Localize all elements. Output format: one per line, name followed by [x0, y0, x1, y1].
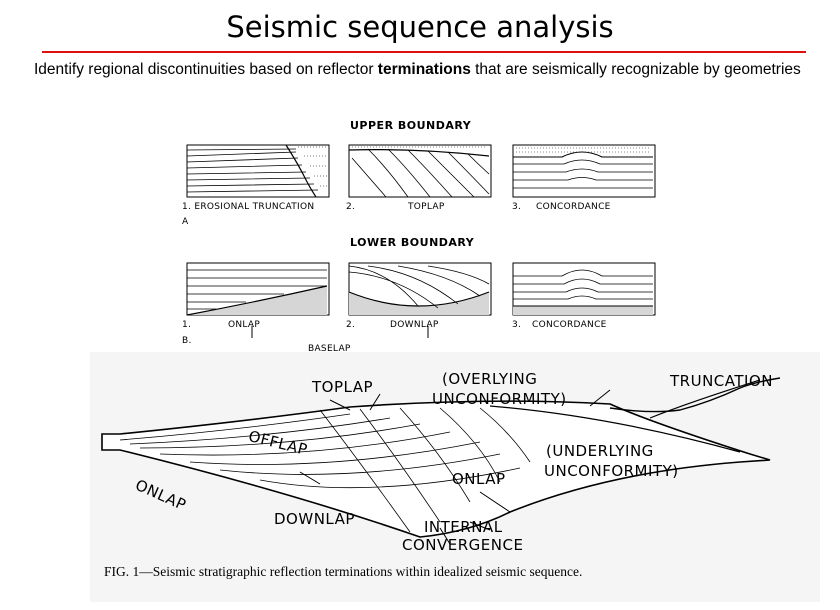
label-truncation: TRUNCATION: [670, 372, 773, 390]
label-downlap-number: 2.: [346, 320, 356, 330]
baselap-ticks: [251, 326, 429, 338]
label-overlying-unconformity: UNCONFORMITY): [432, 390, 567, 408]
marker-a: A: [182, 217, 189, 227]
panel-downlap: [348, 262, 492, 316]
label-baselap: BASELAP: [308, 344, 351, 354]
panel-concordance-lower: [512, 262, 656, 316]
label-downlap: DOWNLAP: [390, 320, 439, 330]
figure-caption: FIG. 1—Seismic stratigraphic reflection …: [104, 564, 583, 579]
label-overlying: (OVERLYING: [442, 370, 538, 388]
intro-text: Identify regional discontinuities based …: [34, 60, 824, 79]
label-toplap: TOPLAP: [408, 202, 445, 212]
title-divider: [42, 51, 806, 53]
intro-text-start: Identify regional discontinuities based …: [34, 61, 378, 78]
lower-boundary-header: LOWER BOUNDARY: [350, 236, 475, 249]
label-bottom-downlap: DOWNLAP: [274, 510, 355, 528]
label-bottom-toplap: TOPLAP: [312, 378, 374, 396]
label-concordance-lower-number: 3.: [512, 320, 522, 330]
label-concordance-upper: CONCORDANCE: [536, 202, 611, 212]
label-toplap-number: 2.: [346, 202, 356, 212]
label-underlying-unconformity: UNCONFORMITY): [544, 462, 679, 480]
boundary-diagram: UPPER BOUNDARY 1. EROSIONAL TRUNCATION 2…: [160, 116, 660, 366]
label-bottom-onlap-right: ONLAP: [452, 470, 506, 488]
intro-text-end: that are seismically recognizable by geo…: [470, 61, 801, 78]
label-onlap: ONLAP: [228, 320, 261, 330]
label-concordance-lower: CONCORDANCE: [532, 320, 607, 330]
marker-b: B.: [182, 336, 192, 346]
label-onlap-number: 1.: [182, 320, 192, 330]
label-erosional-truncation: 1. EROSIONAL TRUNCATION: [182, 202, 315, 212]
upper-boundary-header: UPPER BOUNDARY: [350, 119, 472, 132]
panel-erosional-truncation: [186, 144, 330, 198]
label-concordance-upper-number: 3.: [512, 202, 522, 212]
panel-onlap: [186, 262, 330, 316]
panel-toplap: [348, 144, 492, 198]
panel-concordance-upper: [512, 144, 656, 198]
slide-title: Seismic sequence analysis: [226, 10, 614, 44]
sequence-figure: TOPLAP (OVERLYING UNCONFORMITY) TRUNCATI…: [90, 352, 820, 602]
label-internal: INTERNAL: [424, 518, 503, 536]
sequence-diagram: [101, 377, 781, 545]
label-convergence: CONVERGENCE: [402, 536, 524, 554]
intro-bold-term: terminations: [377, 61, 471, 78]
label-underlying: (UNDERLYING: [546, 442, 654, 460]
